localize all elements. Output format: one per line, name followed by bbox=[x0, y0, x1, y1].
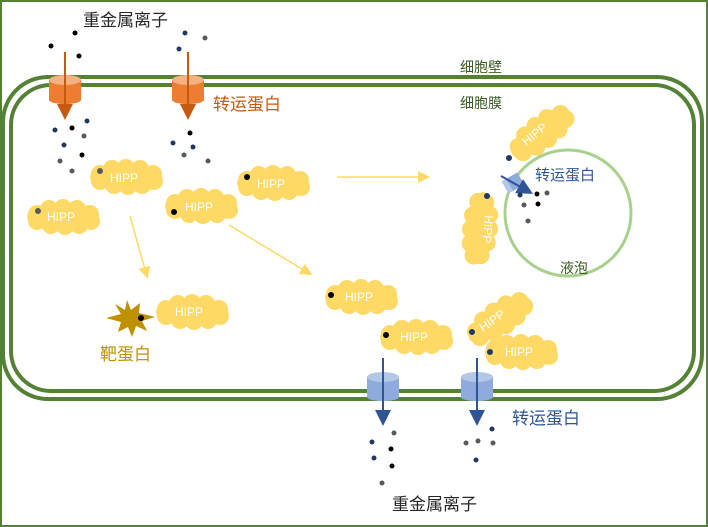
metal-ions-top-label: 重金属离子 bbox=[83, 11, 168, 31]
hipp-label: HIPP bbox=[175, 305, 203, 319]
cell-membrane-label: 细胞膜 bbox=[460, 96, 502, 112]
vacuole bbox=[503, 148, 633, 278]
transporter-bottom-label: 转运蛋白 bbox=[512, 409, 580, 429]
hipp-label: HIPP bbox=[505, 345, 533, 359]
pathway-arrow-to-export bbox=[228, 224, 313, 276]
vacuole-transport-arrow bbox=[500, 175, 533, 194]
metal-ions-bottom-label: 重金属离子 bbox=[392, 495, 477, 515]
cell-membrane bbox=[9, 83, 696, 393]
transporter-top-label: 转运蛋白 bbox=[213, 95, 281, 115]
hipp-label: HIPP bbox=[185, 200, 213, 214]
vacuole-label: 液泡 bbox=[560, 261, 588, 277]
hipp-label: HIPP bbox=[47, 210, 75, 224]
hipp-label: HIPP bbox=[110, 171, 138, 185]
cell-wall-label: 细胞壁 bbox=[460, 60, 502, 76]
hipp-label: HIPP bbox=[345, 290, 373, 304]
metal-ions bbox=[35, 30, 550, 486]
target-protein-label: 靶蛋白 bbox=[100, 345, 151, 365]
hipp-label: HIPP bbox=[480, 215, 496, 244]
pathway-arrow-to-target bbox=[129, 215, 151, 279]
transporter-vacuole-label: 转运蛋白 bbox=[535, 166, 595, 184]
hipp-label: HIPP bbox=[400, 330, 428, 344]
target-protein-star bbox=[106, 300, 155, 337]
export-transporter-2 bbox=[461, 372, 493, 401]
hipp-label: HIPP bbox=[257, 177, 285, 191]
cell-wall bbox=[1, 75, 704, 401]
